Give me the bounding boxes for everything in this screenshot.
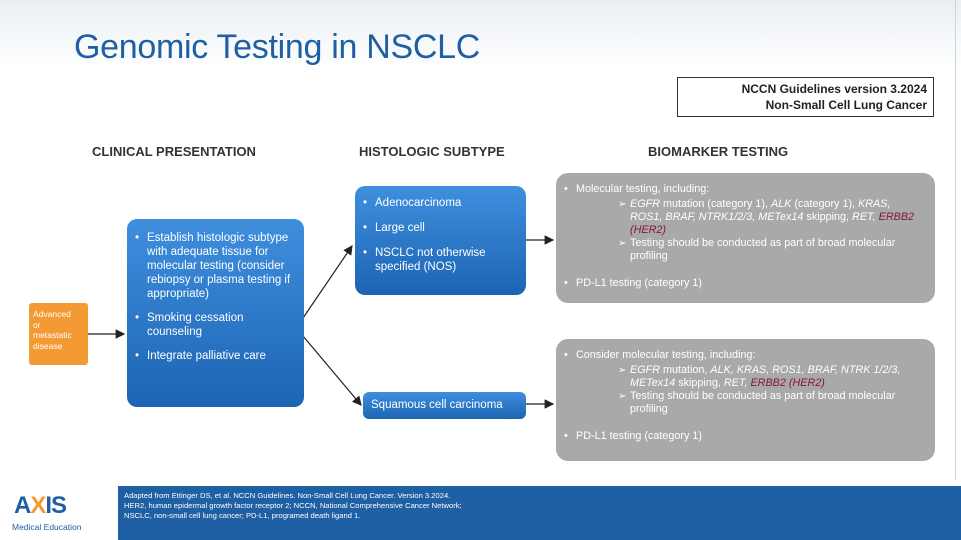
histology-item: Adenocarcinoma [361, 196, 518, 210]
gene-list-item: EGFR mutation (category 1), ALK (categor… [618, 198, 925, 237]
clinical-item: Smoking cessation counseling [133, 311, 296, 339]
biomarker-item: Molecular testing, including: EGFR mutat… [562, 183, 925, 263]
biomarker-item: Consider molecular testing, including: E… [562, 349, 925, 416]
histology-item: Large cell [361, 221, 518, 235]
start-line: metastatic [33, 330, 72, 340]
alk-label: ALK [771, 198, 792, 210]
footer-line: Adapted from Ettinger DS, et al. NCCN Gu… [124, 491, 451, 500]
footer-text: Adapted from Ettinger DS, et al. NCCN Gu… [124, 491, 924, 521]
pdl1-item: PD-L1 testing (category 1) [562, 277, 925, 290]
clinical-item: Establish histologic subtype with adequa… [133, 231, 296, 301]
clinical-presentation-box: Establish histologic subtype with adequa… [127, 219, 304, 407]
slide-title: Genomic Testing in NSCLC [74, 28, 481, 66]
logo-subtitle: Medical Education [12, 522, 82, 532]
start-line: Advanced [33, 309, 71, 319]
header-biomarker-testing: BIOMARKER TESTING [648, 144, 789, 159]
arrow-clinical-to-histology [302, 245, 353, 319]
start-line: or [33, 319, 41, 330]
pdl1-item: PD-L1 testing (category 1) [562, 430, 925, 443]
footer-bar [118, 486, 961, 540]
text-span: skipping, [675, 377, 724, 389]
nccn-line2: Non-Small Cell Lung Cancer [765, 98, 927, 112]
logo-x: X [30, 492, 46, 519]
clinical-item: Integrate palliative care [133, 349, 296, 363]
axis-logo-mark: AXIS [14, 492, 67, 520]
right-divider [955, 0, 956, 480]
gene-list-item: EGFR mutation, ALK, KRAS, ROS1, BRAF, NT… [618, 364, 925, 390]
text-span: (category 1), [791, 198, 859, 210]
footer-line: NSCLC, non-small cell lung cancer; PD-L1… [124, 511, 361, 520]
erbb2-label: ERBB2 (HER2) [630, 211, 915, 236]
squamous-cell-box: Squamous cell carcinoma [363, 392, 526, 419]
arrow-clinical-to-squamous [302, 335, 362, 406]
text-span: mutation, [660, 364, 711, 376]
nccn-line1: NCCN Guidelines version 3.2024 [741, 82, 927, 96]
molecular-testing-lead: Consider molecular testing, including: [576, 349, 756, 361]
header-clinical-presentation: CLINICAL PRESENTATION [92, 144, 256, 159]
text-span: mutation (category 1), [660, 198, 772, 210]
logo-is: IS [45, 492, 67, 519]
egfr-label: EGFR [630, 198, 660, 210]
profiling-note: Testing should be conducted as part of b… [618, 237, 925, 263]
header-band [0, 0, 961, 70]
ret-label: RET, [852, 211, 876, 223]
ret-label: RET, [723, 377, 748, 389]
logo-a: A [14, 492, 31, 519]
gene-names: KRAS, ROS1, BRAF, NTRK1/2/3, METex14 [630, 198, 891, 223]
gene-names: ALK, KRAS, ROS1, BRAF, NTRK 1/2/3, METex… [630, 364, 901, 389]
advanced-metastatic-box: Advanced or metastatic disease [29, 303, 88, 365]
axis-logo: AXIS Medical Education [8, 492, 108, 536]
nccn-version-box: NCCN Guidelines version 3.2024 Non-Small… [677, 77, 934, 117]
squamous-label: Squamous cell carcinoma [371, 399, 503, 411]
biomarker-testing-box-bottom: Consider molecular testing, including: E… [556, 339, 935, 461]
molecular-testing-lead: Molecular testing, including: [576, 183, 710, 195]
header-histologic-subtype: HISTOLOGIC SUBTYPE [359, 144, 505, 159]
biomarker-testing-box-top: Molecular testing, including: EGFR mutat… [556, 173, 935, 303]
egfr-label: EGFR [630, 364, 660, 376]
erbb2-label: ERBB2 (HER2) [750, 377, 825, 389]
profiling-note: Testing should be conducted as part of b… [618, 390, 925, 416]
histologic-subtype-box: Adenocarcinoma Large cell NSCLC not othe… [355, 186, 526, 295]
footer-line: HER2, human epidermal growth factor rece… [124, 501, 462, 510]
histology-item: NSCLC not otherwise specified (NOS) [361, 246, 518, 274]
start-line: disease [33, 340, 63, 351]
text-span: skipping, [803, 211, 853, 223]
